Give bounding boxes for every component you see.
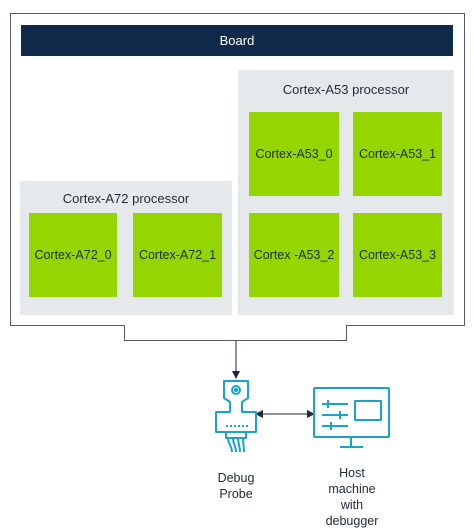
host-caption-line2: machine	[328, 482, 376, 496]
core-label: Cortex-A53_1	[358, 147, 437, 161]
core-a72-0: Cortex-A72_0	[29, 213, 117, 297]
core-a53-1: Cortex-A53_1	[353, 112, 442, 196]
core-label: Cortex-A72_0	[34, 248, 112, 262]
core-a72-1: Cortex-A72_1	[133, 213, 222, 297]
core-label: Cortex -A53_2	[253, 248, 335, 262]
cortex-a53-cluster-label: Cortex-A53 processor	[282, 82, 410, 97]
cortex-a72-cluster-label: Cortex-A72 processor	[62, 191, 190, 206]
board-debug-connector	[124, 325, 347, 341]
core-a53-0: Cortex-A53_0	[249, 112, 339, 196]
host-caption-line1: Host	[339, 466, 365, 480]
core-label: Cortex-A72_1	[138, 248, 217, 262]
board-label: Board	[219, 33, 255, 48]
core-a53-2: Cortex -A53_2	[249, 213, 339, 297]
core-label: Cortex-A53_3	[358, 248, 437, 262]
core-a53-3: Cortex-A53_3	[353, 213, 442, 297]
host-caption-line3: with	[340, 498, 364, 512]
debug-probe-icon	[215, 380, 257, 453]
debug-probe-caption-line2: Probe	[219, 487, 253, 501]
host-caption: Host machine with debugger	[316, 465, 388, 529]
host-caption-line4: debugger	[325, 514, 379, 528]
host-computer-icon	[313, 387, 390, 448]
board-title-bar: Board	[21, 25, 453, 56]
debug-probe-caption-line1: Debug	[217, 471, 255, 485]
core-label: Cortex-A53_0	[255, 147, 333, 161]
debug-probe-caption: Debug Probe	[206, 470, 266, 502]
